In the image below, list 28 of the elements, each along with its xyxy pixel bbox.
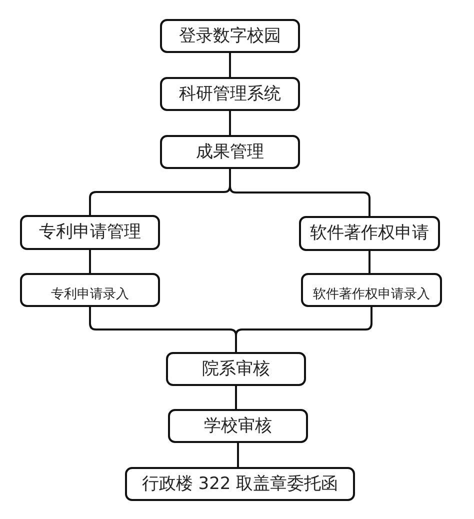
process-box	[160, 77, 300, 111]
process-box	[20, 215, 160, 250]
connector-line	[229, 53, 231, 77]
process-box	[301, 273, 442, 307]
box-label: 专利申请管理	[39, 223, 141, 242]
box-label: 行政楼 322 取盖章委托函	[142, 474, 338, 494]
process-box	[160, 19, 300, 53]
connector-line	[235, 307, 372, 352]
box-label: 学校审核	[204, 416, 272, 436]
connector-line	[368, 251, 370, 273]
process-box	[125, 467, 355, 501]
connector-line	[229, 169, 370, 216]
connector-line	[89, 250, 91, 273]
connector-line	[235, 386, 237, 409]
connector-line	[229, 111, 231, 135]
box-label: 登录数字校园	[179, 26, 281, 46]
box-label: 软件著作权申请录入	[313, 288, 430, 302]
box-label: 专利申请录入	[51, 288, 129, 302]
box-label: 软件著作权申请	[310, 224, 429, 243]
box-label: 院系审核	[202, 360, 270, 378]
process-box	[160, 135, 300, 169]
box-label: 科研管理系统	[179, 84, 281, 104]
process-box	[166, 352, 306, 386]
process-box	[168, 409, 308, 443]
process-box	[299, 216, 440, 251]
box-label: 成果管理	[196, 142, 264, 162]
connector-line	[237, 443, 239, 467]
process-box	[20, 273, 160, 307]
